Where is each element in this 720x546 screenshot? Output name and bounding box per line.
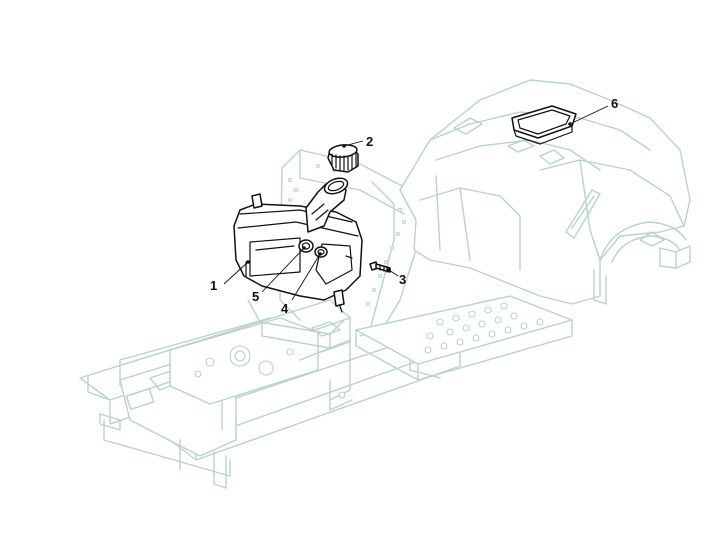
- part-3-bolt: [369, 261, 391, 273]
- callout-6: 6: [611, 96, 618, 111]
- leader-3: [388, 269, 399, 277]
- leader-4: [291, 253, 321, 301]
- part-4-grommet: [314, 246, 328, 258]
- footboard-holes: [424, 302, 544, 354]
- callout-4: 4: [281, 301, 289, 316]
- callout-5: 5: [252, 289, 259, 304]
- callout-1: 1: [210, 278, 217, 293]
- part-1-fuel-tank: [233, 177, 363, 313]
- part-2-fuel-cap: [327, 144, 359, 173]
- leader-1: [223, 261, 249, 285]
- tractor-chassis: [79, 149, 461, 489]
- callout-2: 2: [366, 134, 373, 149]
- leader-6: [569, 105, 609, 125]
- callout-3: 3: [399, 272, 406, 287]
- part-6-tray: [511, 105, 577, 145]
- leader-2: [343, 140, 364, 147]
- part-5-washer: [298, 239, 314, 253]
- leader-5: [261, 247, 305, 293]
- footboard: [355, 295, 573, 381]
- rear-body-shell: [399, 79, 691, 305]
- callout-leaders: [223, 105, 609, 301]
